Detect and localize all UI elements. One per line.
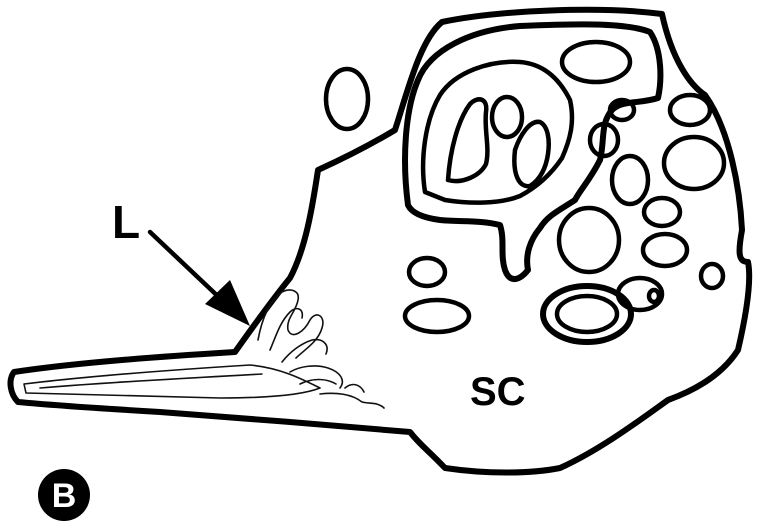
vessel-oval [643,234,687,266]
vessel-oval [701,264,723,288]
label-spinal-cord: SC [470,370,526,414]
vessel-oval [649,290,659,302]
vessel-oval [644,198,680,226]
small-oval [405,300,469,332]
vessel-oval [612,156,648,204]
vessel-oval [670,95,710,125]
vessel-oval [559,208,619,272]
vessel-oval [492,97,522,137]
vessel-oval [618,278,662,310]
label-lamella: L [112,196,140,248]
isolated-oval-top [326,69,368,129]
vessel-oval [562,42,630,82]
arrow-head-icon [205,280,250,326]
tail-inner-line [40,374,262,388]
vessel-oval-large-inner [557,296,617,332]
panel-label: B [52,477,77,515]
tail-inner-outline [24,365,320,398]
inner-irregular-shape [448,99,487,181]
small-oval [409,258,445,286]
lamella-folds [258,290,384,408]
vessel-oval [664,137,724,189]
arrow-shaft [150,232,224,302]
